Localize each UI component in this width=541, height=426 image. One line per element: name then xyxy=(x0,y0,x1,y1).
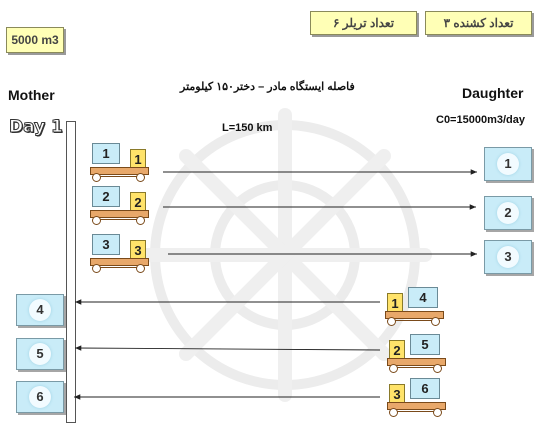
truck-bed xyxy=(387,402,446,410)
trailer-label: 3 xyxy=(92,234,120,255)
mother-box: 6 xyxy=(16,381,64,413)
wheel-icon xyxy=(136,264,145,273)
wheel-icon xyxy=(92,216,101,225)
truck-axle xyxy=(391,320,435,321)
wheel-icon xyxy=(433,408,442,417)
trailers-label: تعداد تریلر ۶ xyxy=(332,16,395,30)
consumers-box: تعداد کشنده ۳ xyxy=(425,11,532,35)
return-truck: 2 5 xyxy=(387,334,447,374)
return-truck: 1 4 xyxy=(385,287,445,327)
outbound-truck: 2 2 xyxy=(90,186,150,226)
trailers-box: تعداد تریلر ۶ xyxy=(310,11,417,35)
truck-bed xyxy=(90,258,149,266)
truck-bed xyxy=(90,167,149,175)
stock-box: 5000 m3 xyxy=(6,27,64,53)
wheel-icon xyxy=(136,216,145,225)
trailer-label: 5 xyxy=(410,334,440,355)
mother-box-number: 5 xyxy=(29,343,51,365)
outbound-truck: 1 1 xyxy=(90,143,150,183)
wheel-icon xyxy=(389,408,398,417)
stock-label: 5000 m3 xyxy=(11,33,59,47)
daughter-box: 1 xyxy=(484,147,532,181)
truck-axle xyxy=(96,267,140,268)
tractor-label: 2 xyxy=(389,340,405,359)
mother-box: 5 xyxy=(16,338,64,370)
tractor-label: 3 xyxy=(130,240,146,261)
consumers-label: تعداد کشنده ۳ xyxy=(443,16,514,30)
trailer-label: 1 xyxy=(92,143,120,164)
daughter-box-number: 2 xyxy=(497,202,519,224)
mother-station-post xyxy=(66,121,76,423)
trailer-label: 6 xyxy=(410,378,440,399)
wheel-icon xyxy=(433,364,442,373)
daughter-box: 2 xyxy=(484,196,532,230)
wheel-icon xyxy=(387,317,396,326)
truck-bed xyxy=(90,210,149,218)
truck-bed xyxy=(385,311,444,319)
wheel-icon xyxy=(431,317,440,326)
wheel-icon xyxy=(92,264,101,273)
tractor-label: 3 xyxy=(389,384,405,403)
outbound-truck: 3 3 xyxy=(90,234,150,274)
wheel-icon xyxy=(92,173,101,182)
day-label: Day 1 xyxy=(9,117,64,138)
return-arrow-5 xyxy=(74,345,381,351)
mother-box-number: 6 xyxy=(29,386,51,408)
distance-title: فاصله ایستگاه مادر – دختر۱۵۰ کیلومتر xyxy=(180,81,355,93)
truck-axle xyxy=(96,176,140,177)
truck-axle xyxy=(393,411,437,412)
capacity-label: C0=15000m3/day xyxy=(436,114,525,126)
return-truck: 3 6 xyxy=(387,378,447,418)
truck-axle xyxy=(393,367,437,368)
trailer-label: 2 xyxy=(92,186,120,207)
truck-bed xyxy=(387,358,446,366)
trailer-label: 4 xyxy=(408,287,438,308)
truck-axle xyxy=(96,219,140,220)
mother-label: Mother xyxy=(8,87,55,103)
wheel-icon xyxy=(389,364,398,373)
daughter-label: Daughter xyxy=(462,85,524,101)
daughter-box-number: 3 xyxy=(497,246,519,268)
daughter-box-number: 1 xyxy=(497,153,519,175)
daughter-box: 3 xyxy=(484,240,532,274)
mother-box: 4 xyxy=(16,294,64,326)
distance-label: L=150 km xyxy=(222,122,273,134)
wheel-icon xyxy=(136,173,145,182)
mother-box-number: 4 xyxy=(29,299,51,321)
tractor-label: 1 xyxy=(387,293,403,312)
